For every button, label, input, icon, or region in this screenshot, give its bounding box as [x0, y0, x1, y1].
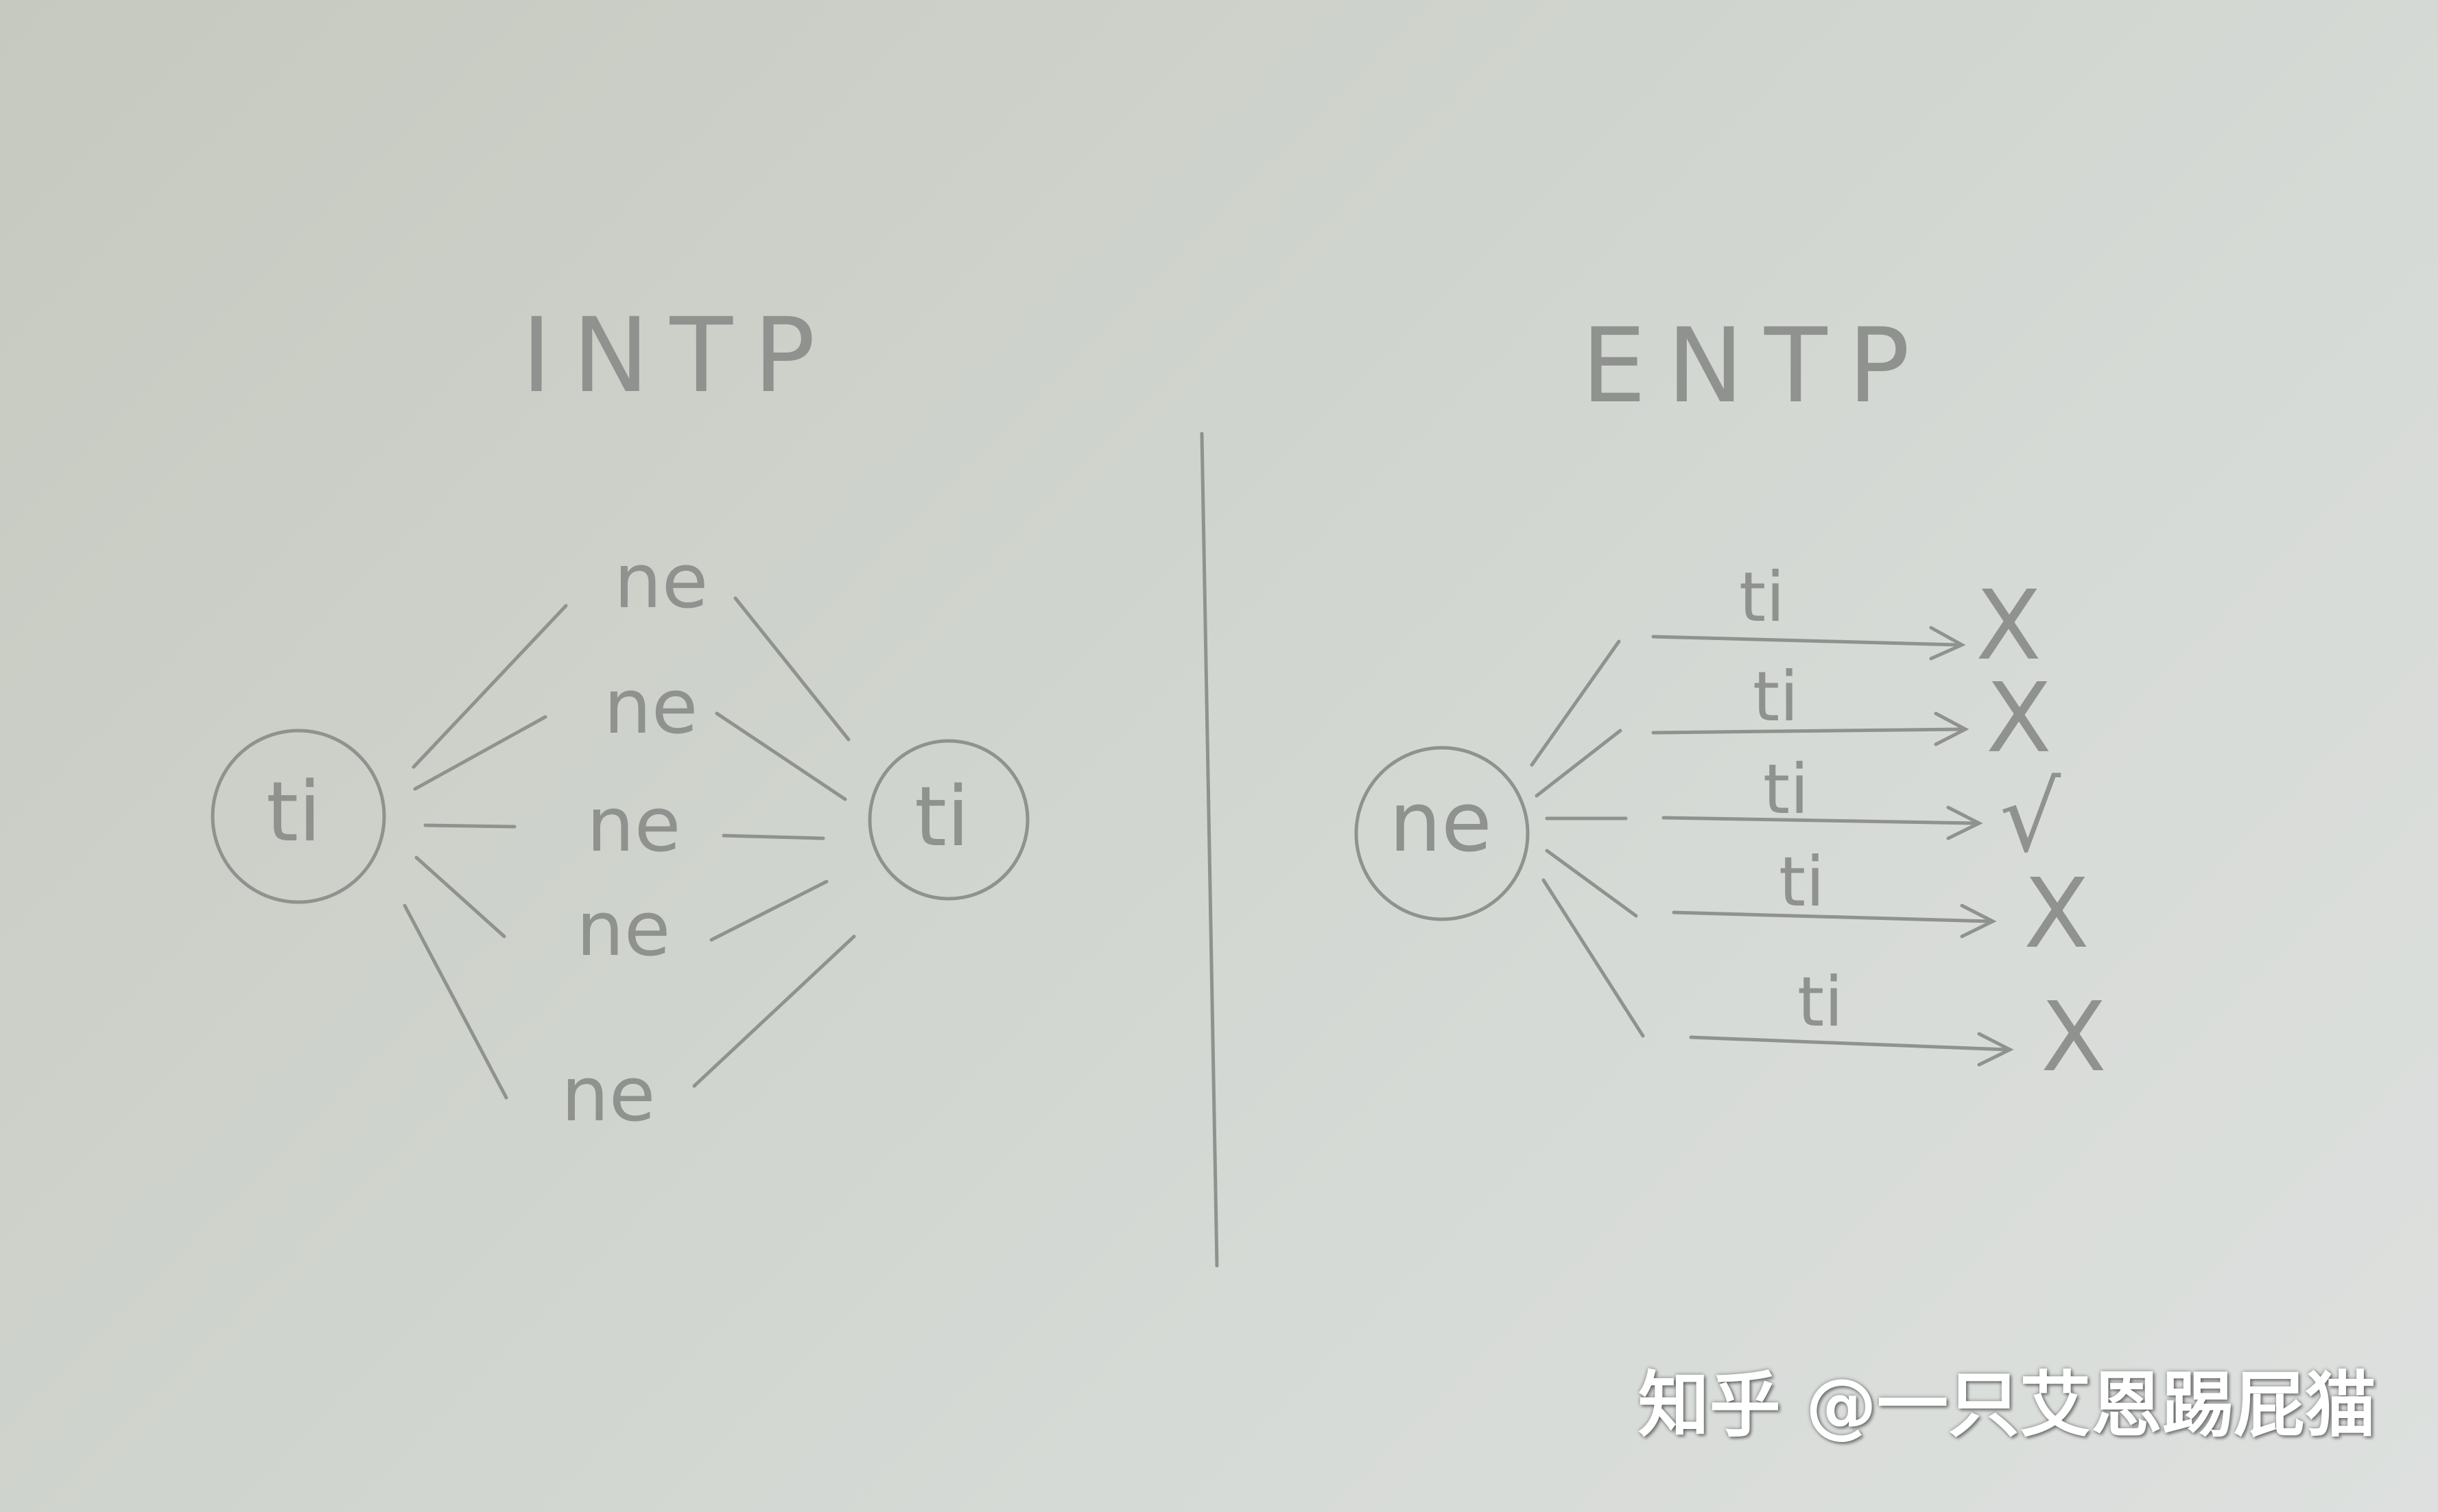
intp-link-line — [709, 879, 829, 942]
watermark: 知乎 @一只艾恩踢屁猫 — [1637, 1363, 2376, 1447]
entp-fan-line — [1530, 639, 1621, 767]
intp-right-ti-label: ti — [914, 770, 969, 865]
entp-ti-label: ti — [1797, 962, 1843, 1042]
intp-link-line — [733, 596, 851, 742]
entp-ti-label: ti — [1779, 842, 1825, 922]
intp-link-line — [403, 903, 508, 1100]
entp-ti-label: ti — [1753, 657, 1799, 737]
entp-branch-arrow — [1661, 805, 1983, 840]
entp-result-mark: X — [1976, 570, 2041, 682]
entp-result-mark: X — [1986, 663, 2052, 775]
intp-ne-label: ne — [587, 781, 680, 869]
entp-ne-label: ne — [1389, 775, 1492, 871]
intp-left-ti-circle — [211, 729, 386, 904]
entp-title: ENTP — [1581, 307, 1930, 426]
divider-line — [1200, 432, 1219, 1268]
entp-ne-circle — [1354, 746, 1530, 921]
intp-left-ti-label: ti — [266, 765, 321, 860]
intp-link-line — [692, 934, 856, 1088]
intp-ne-label: ne — [614, 537, 708, 625]
entp-result-mark: X — [2024, 858, 2090, 970]
entp-branch-arrow — [1672, 903, 1997, 938]
intp-ne-label: ne — [604, 663, 698, 751]
intp-ne-label: ne — [576, 885, 670, 973]
entp-fan-line — [1545, 849, 1638, 918]
intp-link-line — [414, 855, 506, 938]
entp-ti-label: ti — [1763, 749, 1809, 829]
intp-title: INTP — [521, 296, 836, 416]
intp-link-line — [412, 604, 568, 769]
intp-ne-label: ne — [561, 1050, 655, 1138]
intp-link-line — [423, 823, 517, 829]
entp-result-mark: X — [2041, 982, 2107, 1094]
intp-link-line — [715, 711, 847, 801]
entp-branch-arrow — [1651, 626, 1966, 661]
entp-fan-line — [1535, 729, 1622, 798]
intp-right-ti-circle — [868, 739, 1030, 901]
entp-ti-label: ti — [1739, 557, 1785, 637]
entp-fan-line — [1541, 878, 1645, 1038]
entp-branch-arrow — [1689, 1032, 2014, 1067]
intp-link-line — [722, 834, 825, 840]
entp-result-mark: √ — [2000, 762, 2061, 874]
intp-link-line — [413, 715, 547, 791]
entp-branch-arrow — [1651, 711, 1969, 746]
